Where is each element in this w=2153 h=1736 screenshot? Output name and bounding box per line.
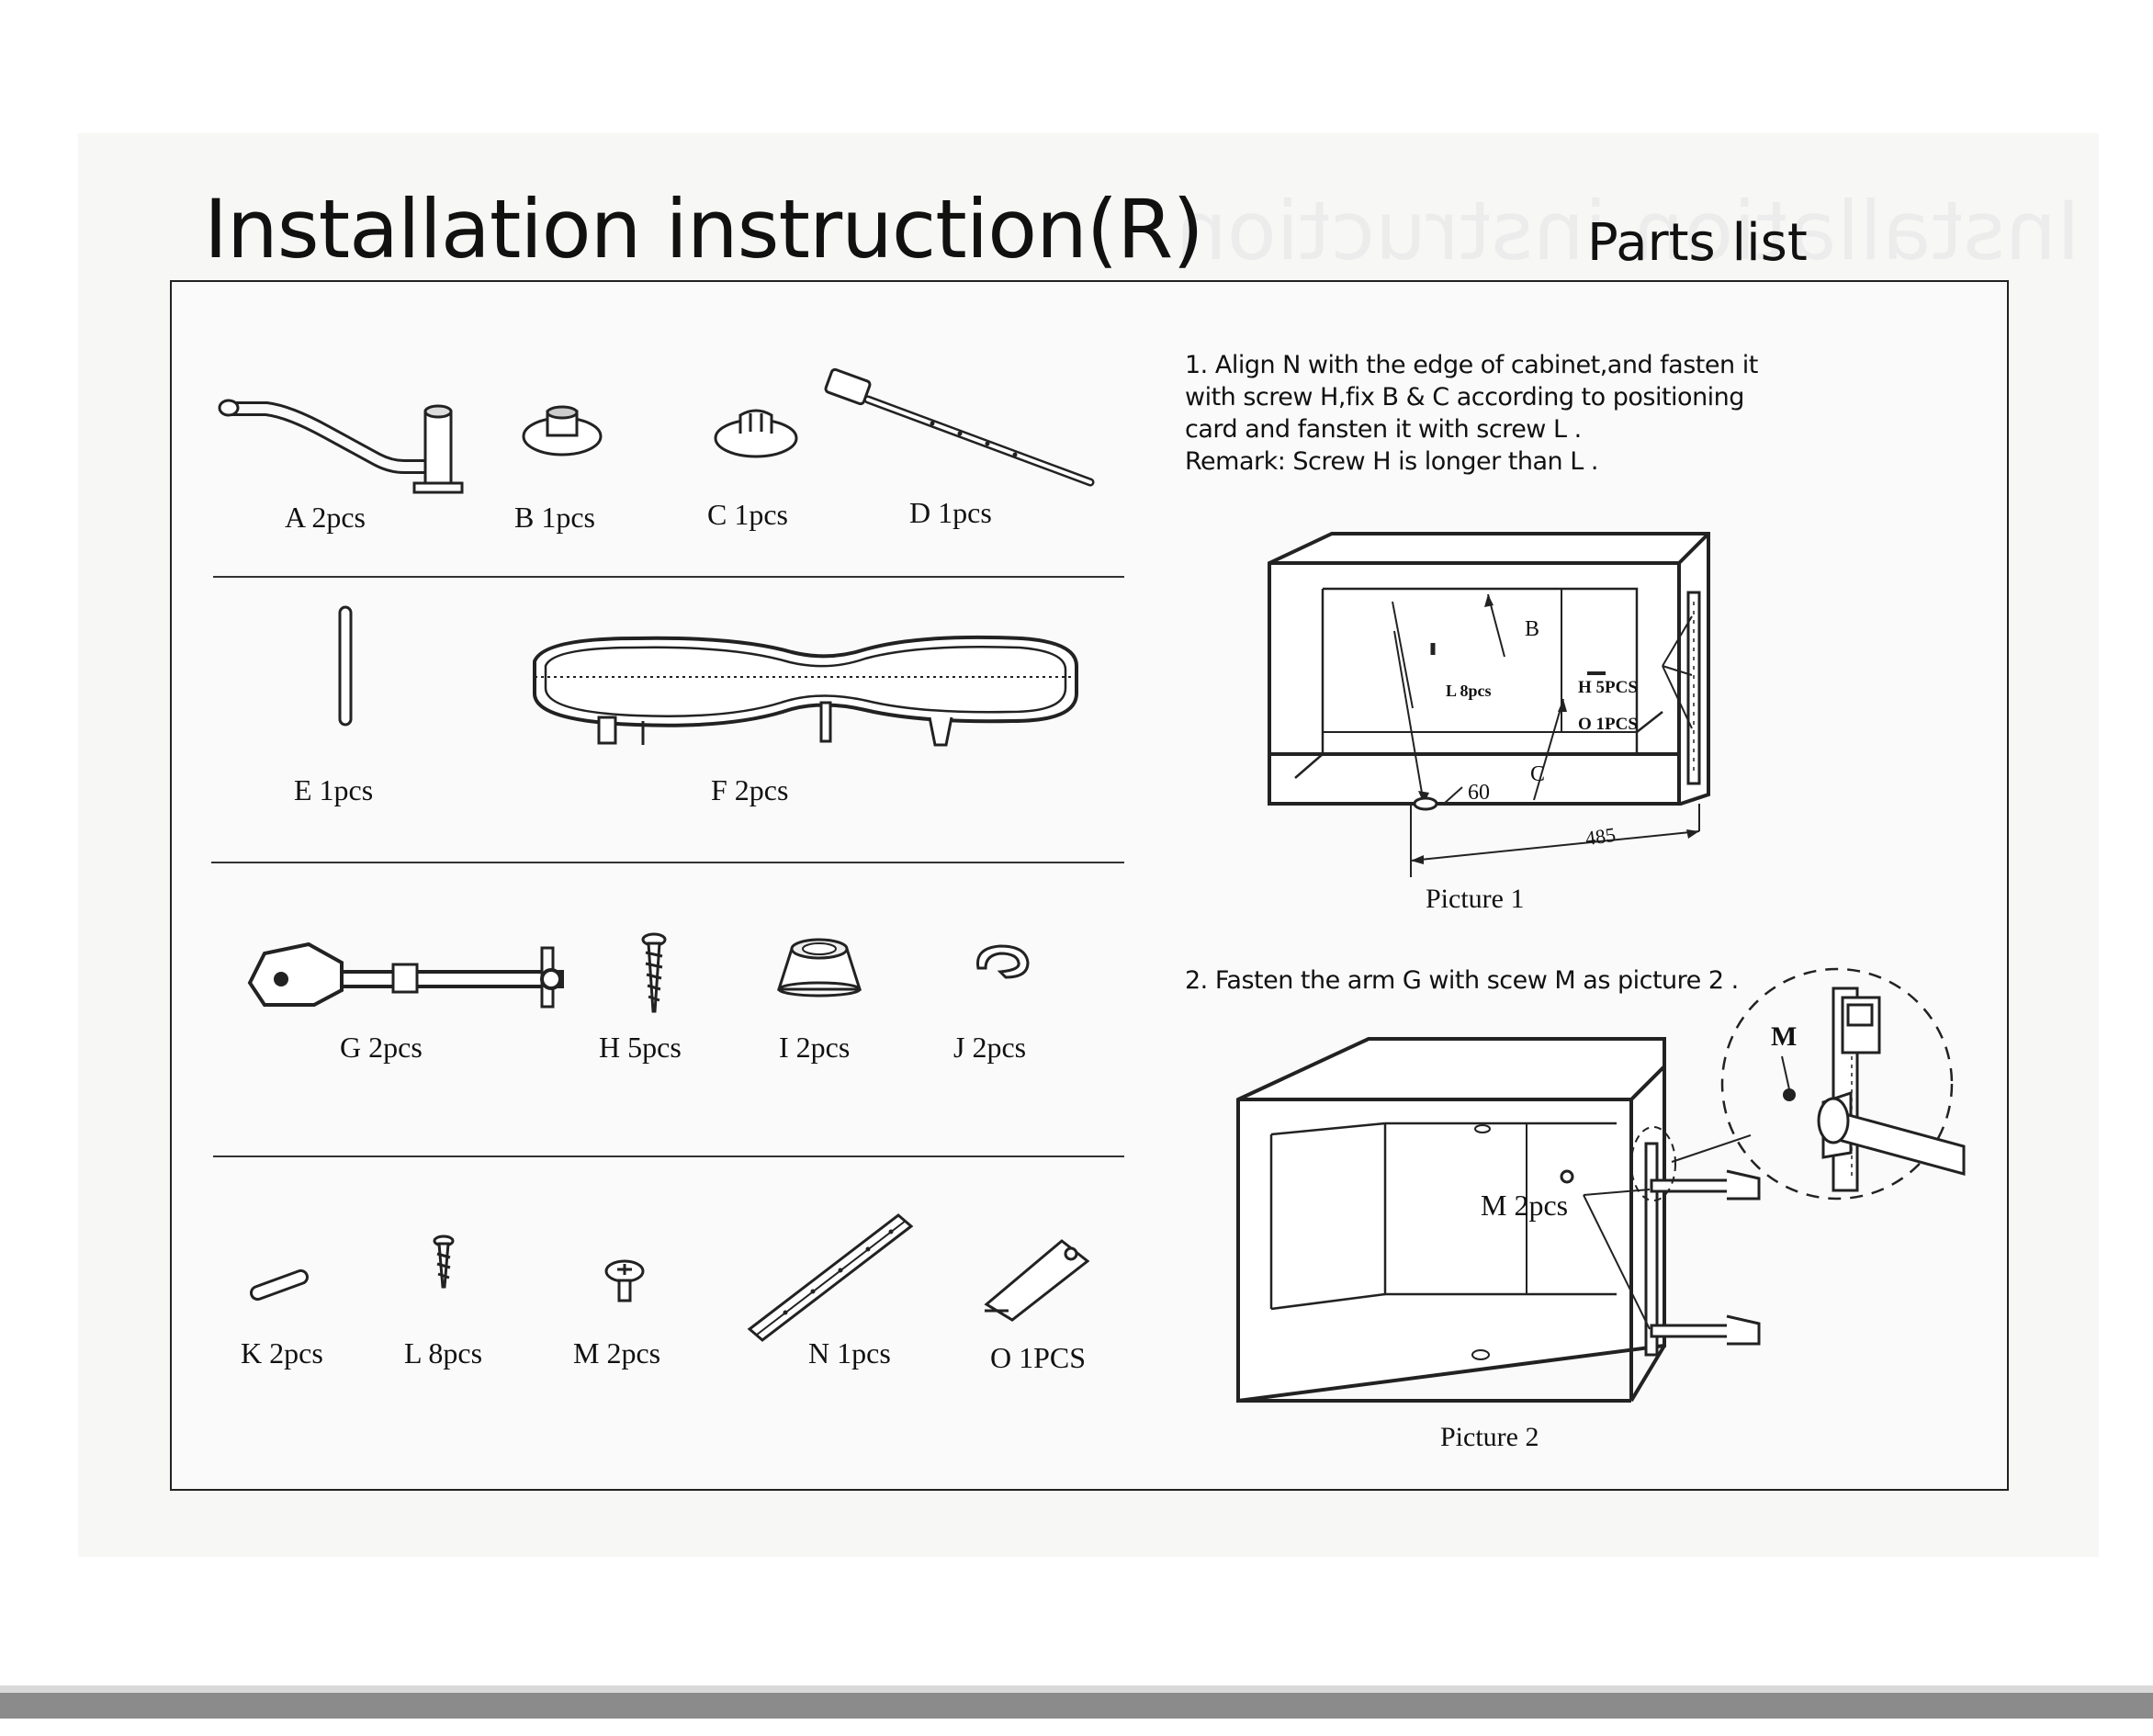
part-label-j: J 2pcs <box>953 1031 1027 1064</box>
scan-edge-shadow <box>0 1685 2153 1693</box>
step-1-line: 1. Align N with the edge of cabinet,and … <box>1185 351 1758 379</box>
parts-row-divider <box>211 862 1124 863</box>
part-f-basket-illustration <box>533 635 1078 747</box>
part-label-l: L 8pcs <box>404 1336 483 1370</box>
part-label-i: I 2pcs <box>779 1031 851 1064</box>
part-label-a: A 2pcs <box>285 501 366 534</box>
part-m-screw-illustration <box>604 1259 645 1302</box>
part-label-n: N 1pcs <box>808 1336 891 1370</box>
part-l-screw-illustration <box>433 1234 455 1289</box>
part-label-g: G 2pcs <box>340 1031 423 1064</box>
picture-2-cabinet-diagram <box>1236 1037 1761 1403</box>
part-d-rod-illustration <box>824 367 1095 487</box>
parts-row-divider <box>213 576 1124 578</box>
part-label-c: C 1pcs <box>707 498 788 531</box>
step-1-line: card and fansten it with screw L . <box>1185 415 1582 444</box>
part-label-b: B 1pcs <box>514 501 595 534</box>
step-1-line: Remark: Screw H is longer than L . <box>1185 447 1598 476</box>
part-label-k: K 2pcs <box>241 1336 323 1370</box>
part-label-h: H 5pcs <box>599 1031 682 1064</box>
parts-row-divider <box>213 1155 1124 1157</box>
part-label-e: E 1pcs <box>294 773 374 806</box>
part-i-cap-illustration <box>776 938 862 998</box>
picture-1-label-c: C <box>1530 762 1546 786</box>
picture-1-dimension-60: 60 <box>1468 781 1490 805</box>
page-title: Installation instruction(R) <box>204 182 1204 276</box>
picture-2-detail-callout <box>1671 967 1966 1201</box>
part-a-arm-illustration <box>218 399 464 494</box>
picture-1-label-b: B <box>1525 617 1540 641</box>
part-k-pin-illustration <box>250 1268 309 1302</box>
scan-bottom-bar <box>0 1693 2153 1719</box>
part-b-base-illustration <box>522 405 603 457</box>
picture-2-label-m-2pcs: M 2pcs <box>1481 1189 1569 1222</box>
picture-2-label-m: M <box>1771 1021 1798 1052</box>
picture-1-dimension-485: 485 <box>1584 822 1618 851</box>
part-label-m: M 2pcs <box>573 1336 661 1370</box>
part-g-arm-illustration <box>247 941 564 1009</box>
part-j-clip-illustration <box>976 944 1030 979</box>
picture-1-cabinet-diagram <box>1268 532 1710 877</box>
part-n-strip-illustration <box>747 1213 914 1342</box>
step-2-instructions: 2. Fasten the arm G with scew M as pictu… <box>1185 966 1739 995</box>
part-e-tube-illustration <box>338 605 353 727</box>
step-1-line: with screw H,fix B & C according to posi… <box>1185 383 1744 411</box>
picture-1-caption: Picture 1 <box>1426 884 1525 914</box>
part-c-base-illustration <box>714 409 798 458</box>
picture-1-label-o-1pcs: O 1PCS <box>1578 715 1638 734</box>
part-label-d: D 1pcs <box>909 496 992 529</box>
part-label-o: O 1PCS <box>990 1341 1087 1374</box>
part-label-f: F 2pcs <box>711 773 789 806</box>
picture-2-caption: Picture 2 <box>1440 1422 1539 1452</box>
picture-1-label-h-5pcs: H 5PCS <box>1578 678 1638 697</box>
part-o-card-illustration <box>984 1239 1090 1322</box>
step-1-instructions: 1. Align N with the edge of cabinet,and … <box>1185 349 1758 478</box>
picture-1-label-l-8pcs: L 8pcs <box>1446 682 1492 700</box>
parts-list-heading: Parts list <box>1587 213 1808 273</box>
part-h-screw-illustration <box>641 932 667 1013</box>
